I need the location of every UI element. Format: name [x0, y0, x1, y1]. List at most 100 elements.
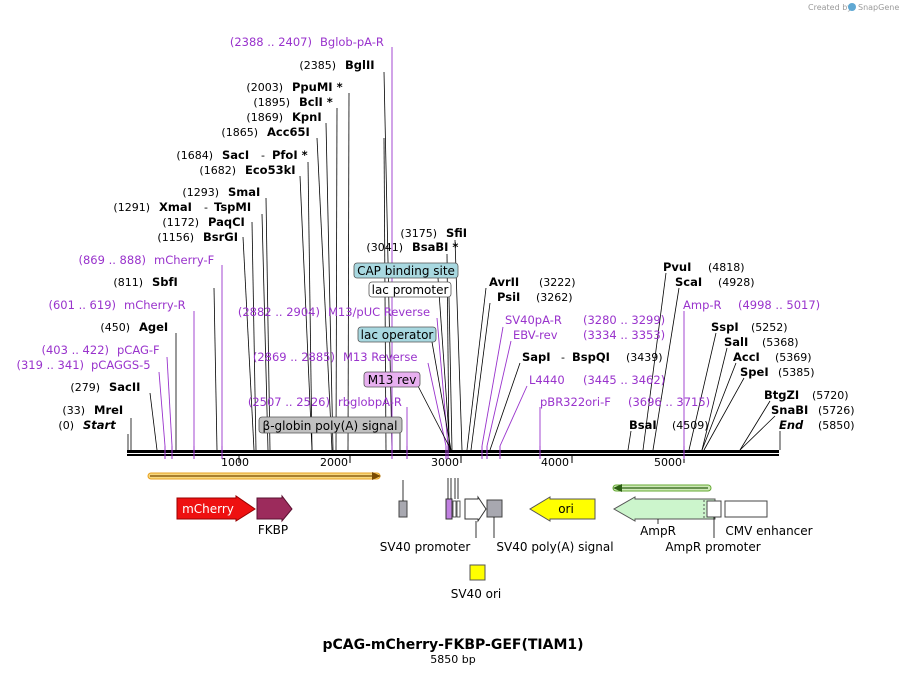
svg-text:-: -	[261, 149, 265, 162]
svg-text:M13 rev: M13 rev	[368, 373, 417, 387]
feature-label-ampr-promoter: AmpR promoter	[665, 540, 760, 554]
svg-text:PfoI *: PfoI *	[272, 148, 308, 162]
enzyme-end: End (5850)	[779, 418, 855, 432]
feature-label-mcherry: mCherry	[182, 502, 234, 516]
svg-text:M13 Reverse: M13 Reverse	[343, 350, 417, 364]
svg-text:SacII: SacII	[109, 380, 140, 394]
svg-text:BspQI: BspQI	[572, 350, 610, 364]
svg-text:CAP binding site: CAP binding site	[357, 264, 455, 278]
svg-text:PpuMI *: PpuMI *	[292, 80, 343, 94]
svg-text:BsaBI *: BsaBI *	[412, 240, 458, 254]
svg-text:(5368): (5368)	[762, 336, 799, 349]
svg-text:(5369): (5369)	[775, 351, 812, 364]
svg-text:Start: Start	[83, 418, 116, 432]
svg-text:AgeI: AgeI	[139, 320, 168, 334]
feature-label-sv40-promoter: SV40 promoter	[380, 540, 471, 554]
svg-text:(5720): (5720)	[812, 389, 849, 402]
svg-text:(3445 .. 3462): (3445 .. 3462)	[583, 373, 665, 387]
svg-text:(1682): (1682)	[199, 164, 236, 177]
enzyme-btgzi: BtgZI (5720)	[764, 388, 849, 402]
enzyme-bsabi: (3041) BsaBI *	[366, 240, 458, 254]
svg-text:(1156): (1156)	[157, 231, 194, 244]
feature-small-grey-box	[398, 500, 408, 518]
primer-amp-r: Amp-R (4998 .. 5017)	[683, 298, 820, 312]
enzyme-sali: SalI (5368)	[724, 335, 799, 349]
svg-text:(3334 .. 3353): (3334 .. 3353)	[583, 328, 665, 342]
orf-forward-arrow	[147, 472, 381, 480]
svg-text:(811): (811)	[113, 276, 143, 289]
svg-text:SspI: SspI	[711, 320, 739, 334]
svg-text:SalI: SalI	[724, 335, 748, 349]
svg-text:(5385): (5385)	[778, 366, 815, 379]
enzyme-acc65i: (1865) Acc65I	[221, 125, 309, 139]
feature-ampr-promoter	[706, 500, 722, 518]
enzyme-agei: (450) AgeI	[100, 320, 168, 334]
svg-text:Eco53kI: Eco53kI	[245, 163, 296, 177]
svg-text:EBV-rev: EBV-rev	[513, 328, 558, 342]
enzyme-sspi: SspI (5252)	[711, 320, 788, 334]
svg-text:(3175): (3175)	[400, 227, 437, 240]
enzyme-sbfi: (811) SbfI	[113, 275, 177, 289]
svg-text:(403 .. 422): (403 .. 422)	[42, 343, 110, 357]
svg-text:BtgZI: BtgZI	[764, 388, 799, 402]
feature-label-ori: ori	[558, 502, 574, 516]
svg-text:(2388 .. 2407): (2388 .. 2407)	[230, 35, 312, 49]
feature-fkbp	[256, 494, 293, 523]
svg-text:-: -	[561, 351, 565, 364]
svg-text:β-globin poly(A) signal: β-globin poly(A) signal	[263, 419, 398, 433]
enzyme-snabi: SnaBI (5726)	[771, 403, 855, 417]
svg-text:-: -	[204, 201, 208, 214]
feature-sv40-ori	[469, 564, 486, 581]
svg-text:(2385): (2385)	[299, 59, 336, 72]
svg-text:(2003): (2003)	[246, 81, 283, 94]
enzyme-pvui: PvuI (4818)	[663, 260, 745, 274]
feature-sv40-promoter	[464, 495, 487, 523]
primer-m13-puc-reverse: (2882 .. 2904) M13/pUC Reverse	[238, 305, 430, 319]
svg-text:BsaI: BsaI	[629, 418, 657, 432]
svg-text:BsrGI: BsrGI	[203, 230, 238, 244]
enzyme-eco53ki: (1682) Eco53kI	[199, 163, 295, 177]
svg-text:(3696 .. 3715): (3696 .. 3715)	[628, 395, 710, 409]
tick-label: 4000	[541, 456, 569, 469]
svg-text:(4818): (4818)	[708, 261, 745, 274]
primer-sv40pa-r: SV40pA-R (3280 .. 3299)	[505, 313, 665, 327]
svg-text:(1172): (1172)	[162, 216, 199, 229]
enzyme-bsrgi: (1156) BsrGI	[157, 230, 238, 244]
enzyme-cut-lines	[127, 71, 781, 451]
svg-text:mCherry-F: mCherry-F	[154, 253, 214, 267]
backbone-top-strand	[127, 450, 779, 453]
svg-text:rbglobpA-R: rbglobpA-R	[338, 395, 402, 409]
svg-text:BglII: BglII	[345, 58, 375, 72]
map-title: pCAG-mCherry-FKBP-GEF(TIAM1)	[322, 637, 583, 653]
primer-bglob-pa-r: (2388 .. 2407) Bglob-pA-R	[230, 35, 384, 49]
svg-text:SpeI: SpeI	[740, 365, 769, 379]
enzyme-sacii: (279) SacII	[70, 380, 140, 394]
primer-mcherry-r: (601 .. 619) mCherry-R	[49, 298, 186, 312]
credit-created-by: Created by	[808, 3, 852, 12]
feature-label-fkbp: FKBP	[258, 523, 288, 537]
svg-text:(4998 .. 5017): (4998 .. 5017)	[738, 298, 820, 312]
svg-text:SfiI: SfiI	[446, 226, 467, 240]
feature-ori: ori	[529, 496, 596, 522]
credit-brand: SnapGene	[858, 3, 899, 12]
svg-text:Acc65I: Acc65I	[267, 125, 310, 139]
enzyme-sfii: (3175) SfiI	[400, 226, 467, 240]
enzyme-bglii: (2385) BglII	[299, 58, 374, 72]
enzyme-avrii: AvrII (3222)	[489, 275, 576, 289]
svg-text:(601 .. 619): (601 .. 619)	[49, 298, 117, 312]
svg-text:(2507 .. 2526): (2507 .. 2526)	[248, 395, 330, 409]
enzyme-spei: SpeI (5385)	[740, 365, 815, 379]
primer-rbglobpa-r: (2507 .. 2526) rbglobpA-R	[248, 395, 402, 409]
enzyme-sapi-bspqi: SapI - BspQI (3439)	[522, 350, 663, 364]
enzyme-bcli: (1895) BclI *	[253, 95, 332, 109]
svg-text:SacI: SacI	[222, 148, 249, 162]
enzyme-kpni: (1869) KpnI	[246, 110, 321, 124]
enzyme-xmai-tspmi: (1291) XmaI - TspMI	[113, 200, 251, 214]
enzyme-mrei: (33) MreI	[62, 403, 123, 417]
tick-label: 5000	[654, 456, 682, 469]
svg-text:(2869 .. 2885): (2869 .. 2885)	[253, 350, 335, 364]
primer-backbone-marks	[164, 446, 685, 459]
svg-text:Bglob-pA-R: Bglob-pA-R	[320, 35, 384, 49]
svg-text:lac promoter: lac promoter	[372, 283, 449, 297]
